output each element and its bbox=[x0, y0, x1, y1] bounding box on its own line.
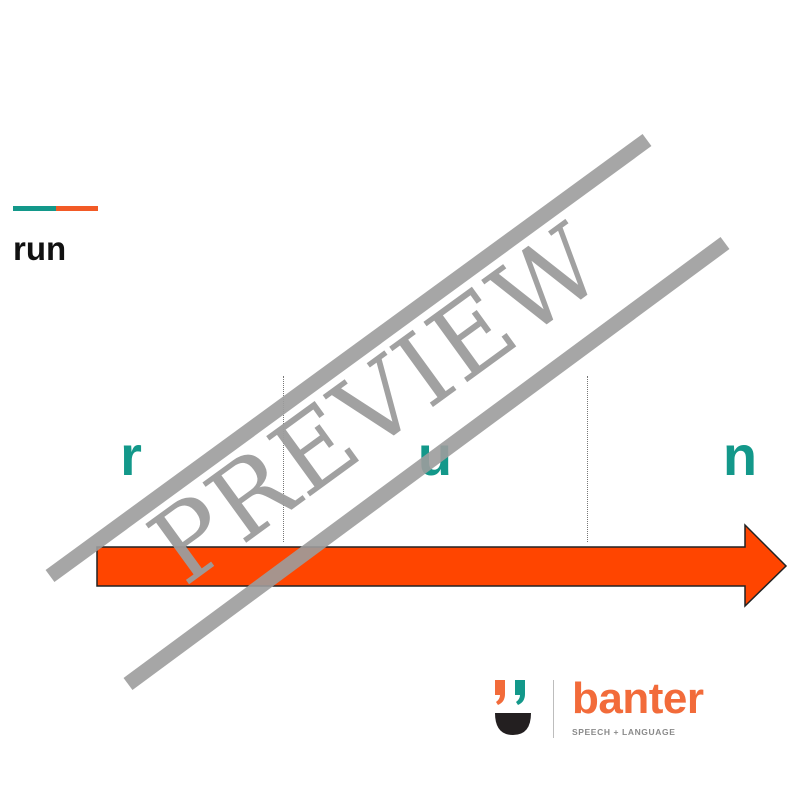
accent-bar bbox=[13, 206, 98, 211]
letter-r: r bbox=[120, 424, 142, 487]
word-title: run bbox=[13, 230, 67, 267]
accent-bar-teal bbox=[13, 206, 56, 211]
letter-n: n bbox=[722, 424, 758, 487]
brand-logo: banter SPEECH + LANGUAGE bbox=[493, 674, 704, 738]
brand-tagline: SPEECH + LANGUAGE bbox=[572, 727, 676, 737]
brand-name: banter bbox=[572, 674, 704, 723]
preview-watermark: PREVIEW bbox=[45, 133, 730, 691]
brand-text: banter SPEECH + LANGUAGE bbox=[572, 674, 704, 738]
segment-divider-2 bbox=[587, 376, 588, 542]
logo-separator bbox=[553, 680, 554, 738]
accent-bar-orange bbox=[56, 206, 98, 211]
banter-logo-icon bbox=[495, 680, 531, 735]
segment-divider-1 bbox=[283, 376, 284, 542]
